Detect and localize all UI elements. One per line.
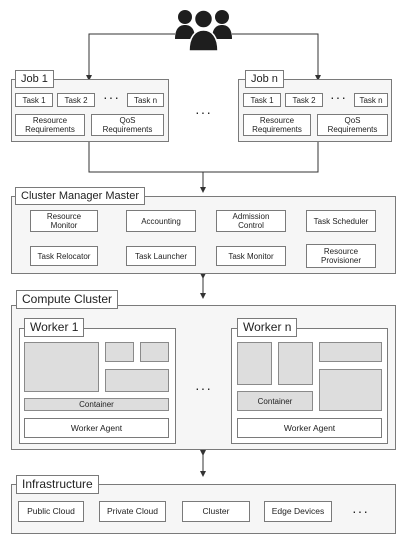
job-n-qos-requirements: QoS Requirements (317, 114, 388, 136)
jobs-ellipsis: ··· (195, 104, 212, 120)
job-n-task-2: Task 2 (285, 93, 323, 107)
worker-1-label: Worker 1 (24, 318, 85, 337)
accounting-box: Accounting (126, 210, 196, 232)
job-1-task-n: Task n (127, 93, 164, 107)
cluster-manager-label: Cluster Manager Master (15, 187, 145, 205)
users-group-icon (175, 9, 232, 51)
job-n-task-1: Task 1 (243, 93, 281, 107)
job-1-label: Job 1 (15, 70, 54, 88)
job-n-resource-requirements: Resource Requirements (243, 114, 311, 136)
worker-n-container: Container (237, 391, 313, 411)
task-launcher-box: Task Launcher (126, 246, 196, 266)
worker-n-container-block-1 (237, 342, 272, 385)
job-n-task-n: Task n (354, 93, 388, 107)
edge-devices-box: Edge Devices (264, 501, 332, 522)
job-1-qos-requirements: QoS Requirements (91, 114, 164, 136)
task-scheduler-box: Task Scheduler (306, 210, 376, 232)
worker-n-agent: Worker Agent (237, 418, 382, 438)
task-monitor-box: Task Monitor (216, 246, 286, 266)
worker-n-label: Worker n (237, 318, 298, 337)
workers-ellipsis: ··· (195, 380, 212, 396)
infrastructure-label: Infrastructure (16, 475, 99, 494)
resource-provisioner-box: Resource Provisioner (306, 244, 376, 268)
job-1-task-2: Task 2 (57, 93, 95, 107)
cluster-box: Cluster (182, 501, 250, 522)
infrastructure-ellipsis: ··· (352, 503, 369, 519)
job-1-task-ellipsis: ··· (103, 89, 120, 105)
admission-control-box: Admission Control (216, 210, 286, 232)
private-cloud-box: Private Cloud (99, 501, 166, 522)
public-cloud-box: Public Cloud (18, 501, 84, 522)
task-relocator-box: Task Relocator (30, 246, 98, 266)
worker-1-container-block-wide (105, 369, 169, 392)
compute-cluster-label: Compute Cluster (16, 290, 119, 309)
worker-1-container: Container (24, 398, 169, 411)
job-n-task-ellipsis: ··· (330, 89, 347, 105)
users-to-job1-arrow (86, 33, 175, 81)
worker-n-container-block-4 (319, 369, 382, 411)
worker-1-agent: Worker Agent (24, 418, 169, 438)
jobs-merge-line (88, 141, 319, 173)
worker-n-container-block-2 (278, 342, 313, 385)
worker-1-container-block-large (24, 342, 99, 392)
job-n-label: Job n (245, 70, 284, 88)
resource-monitor-box: Resource Monitor (30, 210, 98, 232)
job-1-resource-requirements: Resource Requirements (15, 114, 85, 136)
users-to-jobn-arrow (232, 33, 321, 81)
worker-n-container-block-3 (319, 342, 382, 362)
worker-1-container-block-small-2 (140, 342, 169, 362)
worker-1-container-block-small-1 (105, 342, 134, 362)
job-1-task-1: Task 1 (15, 93, 53, 107)
